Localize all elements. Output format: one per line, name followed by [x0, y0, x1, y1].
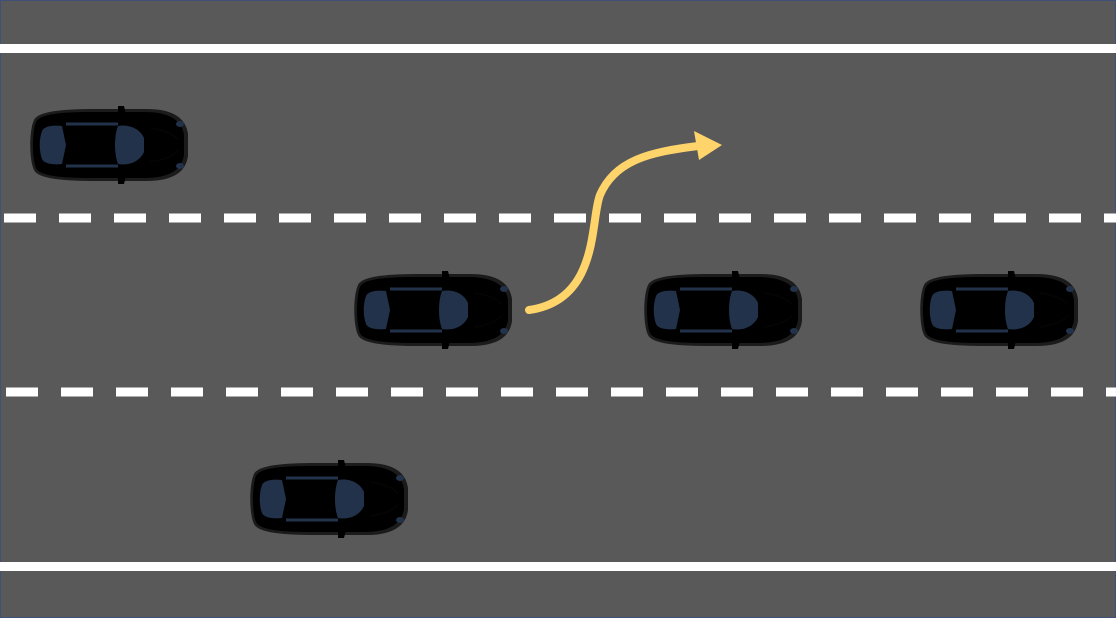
- road-edge-line-top: [0, 44, 1117, 53]
- car-icon: [642, 269, 804, 351]
- road-edge-line-bottom: [0, 562, 1117, 571]
- car-icon: [28, 104, 190, 186]
- lane-change-arrow-icon: [525, 131, 722, 314]
- car-icon: [918, 269, 1080, 351]
- ego-car-icon: [352, 269, 514, 351]
- car-icon: [248, 458, 410, 540]
